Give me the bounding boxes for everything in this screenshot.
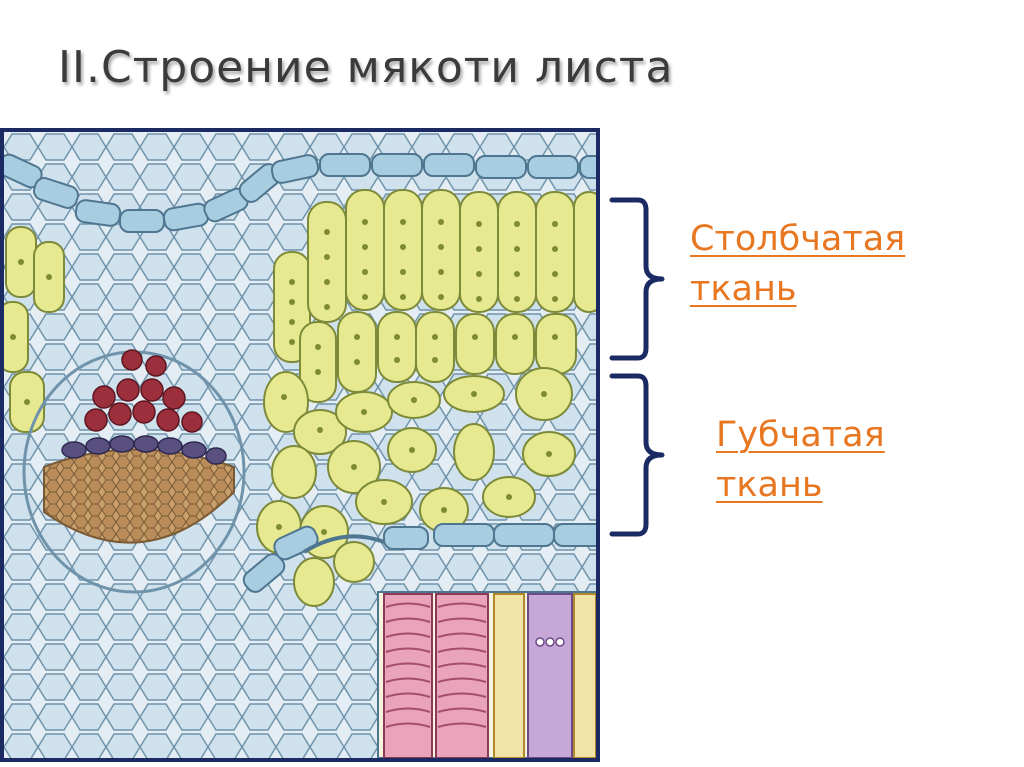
spongy-label-line2: ткань — [716, 465, 823, 505]
leaf-cross-section-figure — [0, 128, 600, 762]
spongy-label-line1: Губчатая — [716, 415, 885, 455]
upper-epidermis — [4, 153, 596, 233]
palisade-label-line1: Столбчатая — [690, 219, 906, 259]
xylem-cells — [84, 349, 203, 433]
palisade-bracket — [609, 197, 665, 361]
palisade-tissue-link[interactable]: Столбчатая ткань — [690, 214, 905, 314]
lower-epidermis — [242, 523, 596, 593]
phloem-cells — [61, 435, 227, 465]
spongy-tissue-link[interactable]: Губчатая ткань — [716, 410, 885, 510]
slide-title: II.Строение мякоти листа — [58, 42, 674, 93]
spongy-bracket — [609, 373, 665, 537]
palisade-label-line2: ткань — [690, 269, 797, 309]
vessel-inset — [377, 591, 596, 758]
vascular-bundle — [22, 349, 246, 594]
chloroplasts — [10, 219, 558, 535]
leaf-cross-section-illustration — [4, 132, 596, 758]
